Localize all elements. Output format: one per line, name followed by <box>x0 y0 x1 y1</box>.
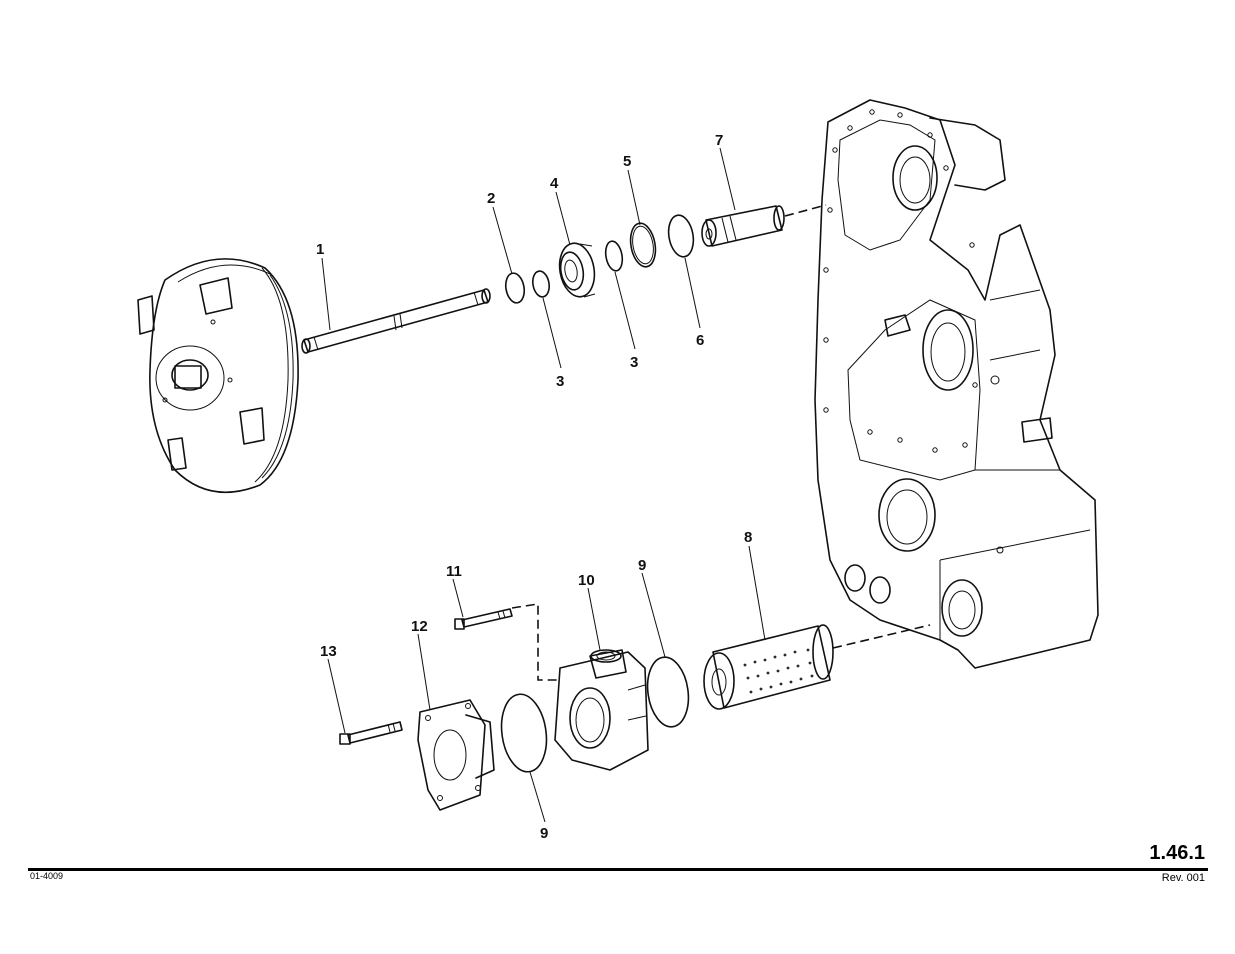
gear-case-housing <box>815 100 1098 668</box>
snap-ring-3a <box>531 270 551 298</box>
document-code: 01-4009 <box>30 871 63 881</box>
label-part-12: 12 <box>411 618 428 635</box>
label-part-8: 8 <box>744 529 752 546</box>
snap-ring-2 <box>504 272 527 305</box>
footer-rule <box>28 868 1208 871</box>
seal-ring-5 <box>627 221 658 268</box>
filter-head-10 <box>555 650 648 770</box>
hub-sleeve-7 <box>702 206 784 246</box>
page-number: 1.46.1 <box>1149 842 1205 865</box>
label-part-9a: 9 <box>638 557 646 574</box>
label-part-1: 1 <box>316 241 324 258</box>
label-part-7: 7 <box>715 132 723 149</box>
label-part-5: 5 <box>623 153 631 170</box>
assembly-line-shaft <box>785 205 826 216</box>
label-part-11: 11 <box>446 563 462 580</box>
input-shaft <box>302 289 490 353</box>
label-part-10: 10 <box>578 572 595 589</box>
o-ring-9b <box>497 691 551 774</box>
assembly-line-filter <box>833 625 930 648</box>
label-part-3b: 3 <box>630 354 638 371</box>
label-part-2: 2 <box>487 190 495 207</box>
filter-element-8 <box>704 625 833 709</box>
torque-converter <box>138 259 298 492</box>
cover-plate-12 <box>418 700 494 810</box>
o-ring-9a <box>643 655 692 730</box>
bearing-4 <box>556 240 599 299</box>
label-part-9b: 9 <box>540 825 548 842</box>
bolt-13 <box>340 722 402 744</box>
snap-ring-6 <box>666 213 697 259</box>
revision-label: Rev. 001 <box>1162 872 1205 884</box>
snap-ring-3b <box>604 240 625 272</box>
label-part-13: 13 <box>320 643 337 660</box>
label-part-4: 4 <box>550 175 559 192</box>
label-part-3a: 3 <box>556 373 564 390</box>
bolt-11 <box>455 609 512 629</box>
label-part-6: 6 <box>696 332 704 349</box>
assembly-line-bolt <box>512 604 560 680</box>
